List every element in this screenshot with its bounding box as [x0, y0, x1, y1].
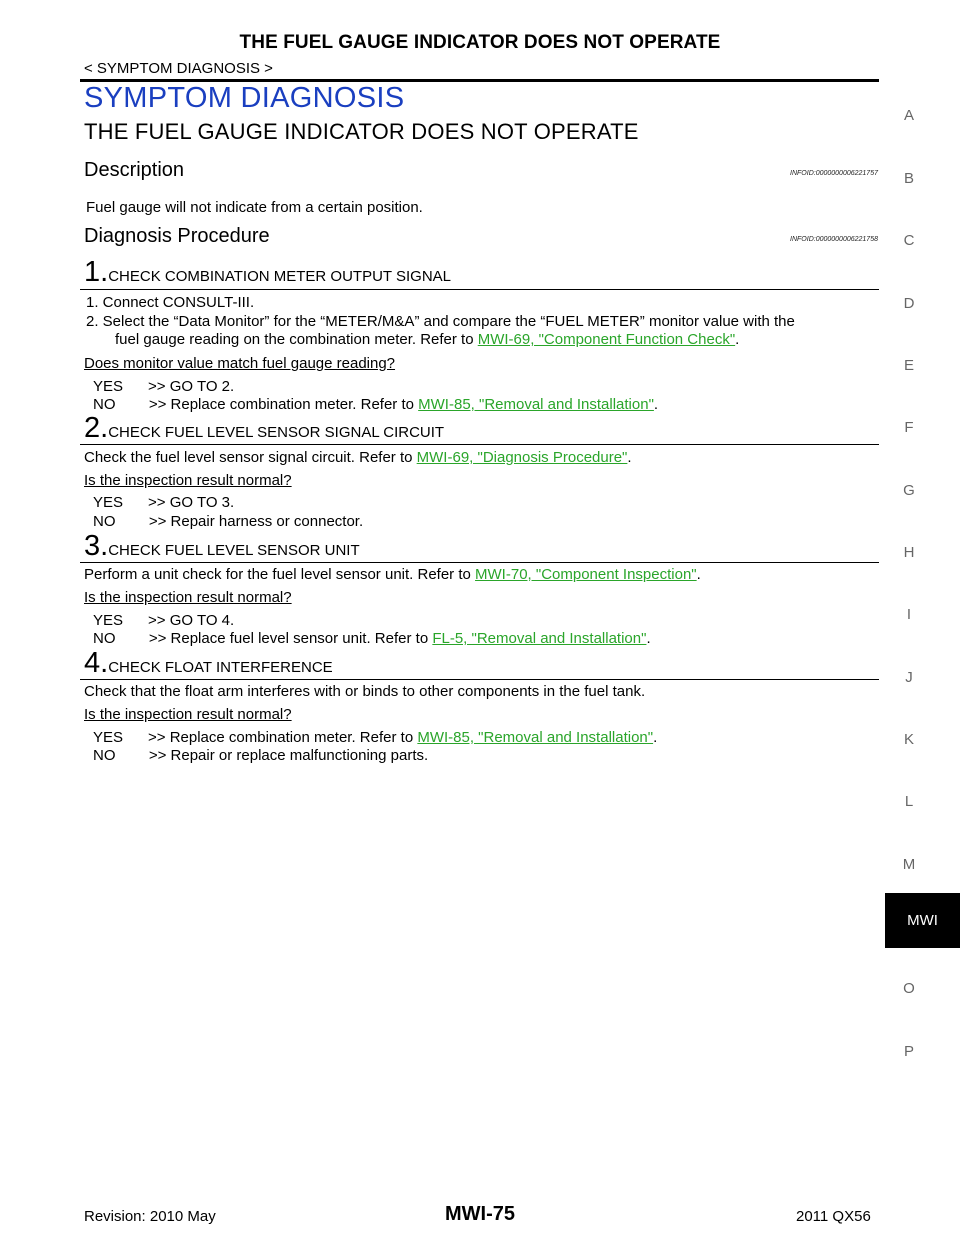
footer-model: 2011 QX56: [796, 1208, 871, 1225]
footer-revision: Revision: 2010 May: [84, 1208, 216, 1225]
step-1-no-end: .: [653, 396, 659, 413]
step-1-yes: YES >> GO TO 2.: [93, 378, 235, 395]
side-index-e[interactable]: E: [903, 357, 914, 374]
step-3-no-end: .: [646, 630, 651, 647]
step-3-text-end: .: [696, 566, 701, 583]
side-index-l[interactable]: L: [904, 793, 914, 810]
side-index-mwi-active-tab[interactable]: MWI: [885, 893, 960, 948]
step-1-line-2: 2. Select the “Data Monitor” for the “ME…: [86, 313, 795, 330]
page-title: THE FUEL GAUGE INDICATOR DOES NOT OPERAT…: [239, 32, 721, 53]
description-infoid: INFOID:0000000006221757: [790, 170, 878, 177]
step-2-text: Check the fuel level sensor signal circu…: [84, 449, 632, 467]
step-1-no-text: NO >> Replace combination meter. Refer t…: [93, 396, 419, 413]
step-3-number: 3.: [84, 530, 109, 562]
step-4-yes-end: .: [653, 729, 658, 746]
side-index-g[interactable]: G: [903, 482, 915, 499]
link-fl-5-removal-and-installation[interactable]: FL-5, "Removal and Installation": [432, 630, 647, 647]
step-2-title: CHECK FUEL LEVEL SENSOR SIGNAL CIRCUIT: [108, 424, 445, 441]
step-1-title: CHECK COMBINATION METER OUTPUT SIGNAL: [108, 268, 451, 285]
step-3-text: Perform a unit check for the fuel level …: [84, 566, 701, 584]
step-1-line-1: 1. Connect CONSULT-III.: [86, 294, 255, 311]
step-3-rule: [80, 562, 879, 563]
step-2-header: 2.CHECK FUEL LEVEL SENSOR SIGNAL CIRCUIT: [84, 414, 444, 443]
step-2-question: Is the inspection result normal?: [84, 472, 292, 489]
side-index-k[interactable]: K: [903, 731, 914, 748]
step-3-no-text: NO >> Replace fuel level sensor unit. Re…: [93, 630, 433, 647]
section-title: SYMPTOM DIAGNOSIS: [84, 82, 405, 114]
step-2-rule: [80, 444, 879, 445]
step-3-text-body: Perform a unit check for the fuel level …: [84, 566, 476, 583]
step-3-title: CHECK FUEL LEVEL SENSOR UNIT: [108, 542, 360, 559]
side-index-f[interactable]: F: [904, 419, 914, 436]
step-1-line-3-end: .: [735, 331, 740, 348]
side-index-a[interactable]: A: [903, 107, 914, 124]
step-2-number: 2.: [84, 412, 109, 444]
step-3-no: NO >> Replace fuel level sensor unit. Re…: [93, 630, 651, 648]
step-1-number: 1.: [84, 256, 109, 288]
step-1-line-3: fuel gauge reading on the combination me…: [115, 331, 739, 349]
link-mwi-70-component-inspection[interactable]: MWI-70, "Component Inspection": [475, 566, 697, 583]
side-index-h[interactable]: H: [903, 544, 915, 561]
step-4-yes: YES >> Replace combination meter. Refer …: [93, 729, 657, 747]
step-2-no: NO >> Repair harness or connector.: [93, 513, 364, 530]
side-index-b[interactable]: B: [903, 170, 914, 187]
side-index-i[interactable]: I: [906, 606, 912, 623]
step-4-yes-text: YES >> Replace combination meter. Refer …: [93, 729, 418, 746]
step-3-yes: YES >> GO TO 4.: [93, 612, 235, 629]
breadcrumb: < SYMPTOM DIAGNOSIS >: [84, 60, 273, 77]
side-index-j[interactable]: J: [905, 669, 913, 686]
step-1-header: 1.CHECK COMBINATION METER OUTPUT SIGNAL: [84, 258, 451, 287]
header-rule: [80, 79, 879, 82]
link-mwi-85-removal-and-installation-2[interactable]: MWI-85, "Removal and Installation": [417, 729, 654, 746]
link-mwi-69-component-function-check[interactable]: MWI-69, "Component Function Check": [477, 331, 736, 348]
side-index-m[interactable]: M: [902, 856, 916, 873]
step-4-title: CHECK FLOAT INTERFERENCE: [108, 659, 333, 676]
side-index-o[interactable]: O: [903, 980, 915, 997]
step-4-header: 4.CHECK FLOAT INTERFERENCE: [84, 649, 333, 678]
sub-title: THE FUEL GAUGE INDICATOR DOES NOT OPERAT…: [84, 119, 639, 144]
link-mwi-69-diagnosis-procedure[interactable]: MWI-69, "Diagnosis Procedure": [416, 449, 628, 466]
side-index-d[interactable]: D: [903, 295, 915, 312]
side-index-c[interactable]: C: [903, 232, 915, 249]
procedure-heading: Diagnosis Procedure: [84, 225, 270, 247]
step-4-no: NO >> Repair or replace malfunctioning p…: [93, 747, 429, 764]
step-1-question: Does monitor value match fuel gauge read…: [84, 355, 396, 372]
step-1-no: NO >> Replace combination meter. Refer t…: [93, 396, 658, 414]
step-4-question: Is the inspection result normal?: [84, 706, 292, 723]
step-2-text-end: .: [627, 449, 632, 466]
link-mwi-85-removal-and-installation[interactable]: MWI-85, "Removal and Installation": [418, 396, 654, 413]
step-1-line-3-text: fuel gauge reading on the combination me…: [115, 331, 478, 348]
step-4-text: Check that the float arm interferes with…: [84, 683, 646, 700]
step-4-number: 4.: [84, 647, 109, 679]
step-4-rule: [80, 679, 879, 680]
procedure-infoid: INFOID:0000000006221758: [790, 236, 878, 243]
side-index-p[interactable]: P: [903, 1043, 914, 1060]
step-1-rule: [80, 289, 879, 290]
step-3-question: Is the inspection result normal?: [84, 589, 292, 606]
step-2-text-body: Check the fuel level sensor signal circu…: [84, 449, 417, 466]
description-heading: Description: [84, 159, 185, 181]
description-text: Fuel gauge will not indicate from a cert…: [86, 199, 423, 216]
step-2-yes: YES >> GO TO 3.: [93, 494, 235, 511]
footer-page-number: MWI-75: [445, 1203, 515, 1225]
step-3-header: 3.CHECK FUEL LEVEL SENSOR UNIT: [84, 532, 360, 561]
